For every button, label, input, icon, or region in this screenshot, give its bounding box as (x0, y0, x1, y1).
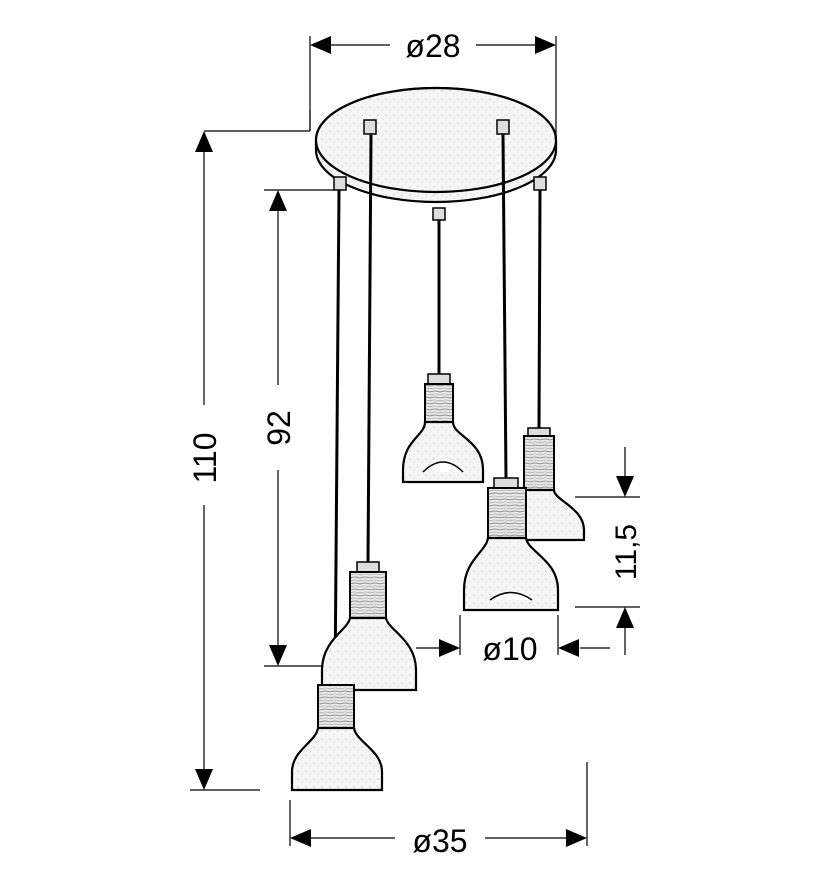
dimension-overall-diameter: ø35 (289, 762, 588, 859)
min-drop-label: 92 (261, 410, 297, 446)
dimension-shade-diameter: ø10 (416, 615, 610, 667)
pendant-cables (333, 133, 542, 686)
canopy-diameter-label: ø28 (405, 28, 460, 64)
dimension-shade-height: 11,5 (575, 447, 643, 655)
max-height-label: 110 (187, 432, 223, 483)
pendant-shade (401, 373, 485, 484)
shade-diameter-label: ø10 (482, 631, 537, 667)
dimension-min-drop: 92 (261, 189, 334, 667)
shade-height-label: 11,5 (610, 524, 643, 580)
ceiling-canopy (314, 86, 558, 221)
dimension-canopy-diameter: ø28 (309, 28, 557, 140)
overall-diameter-label: ø35 (412, 823, 467, 859)
pendant-shade (462, 477, 560, 612)
pendant-shade (290, 684, 384, 792)
dimension-max-height: 110 (187, 110, 311, 791)
pendant-shade (320, 561, 418, 692)
